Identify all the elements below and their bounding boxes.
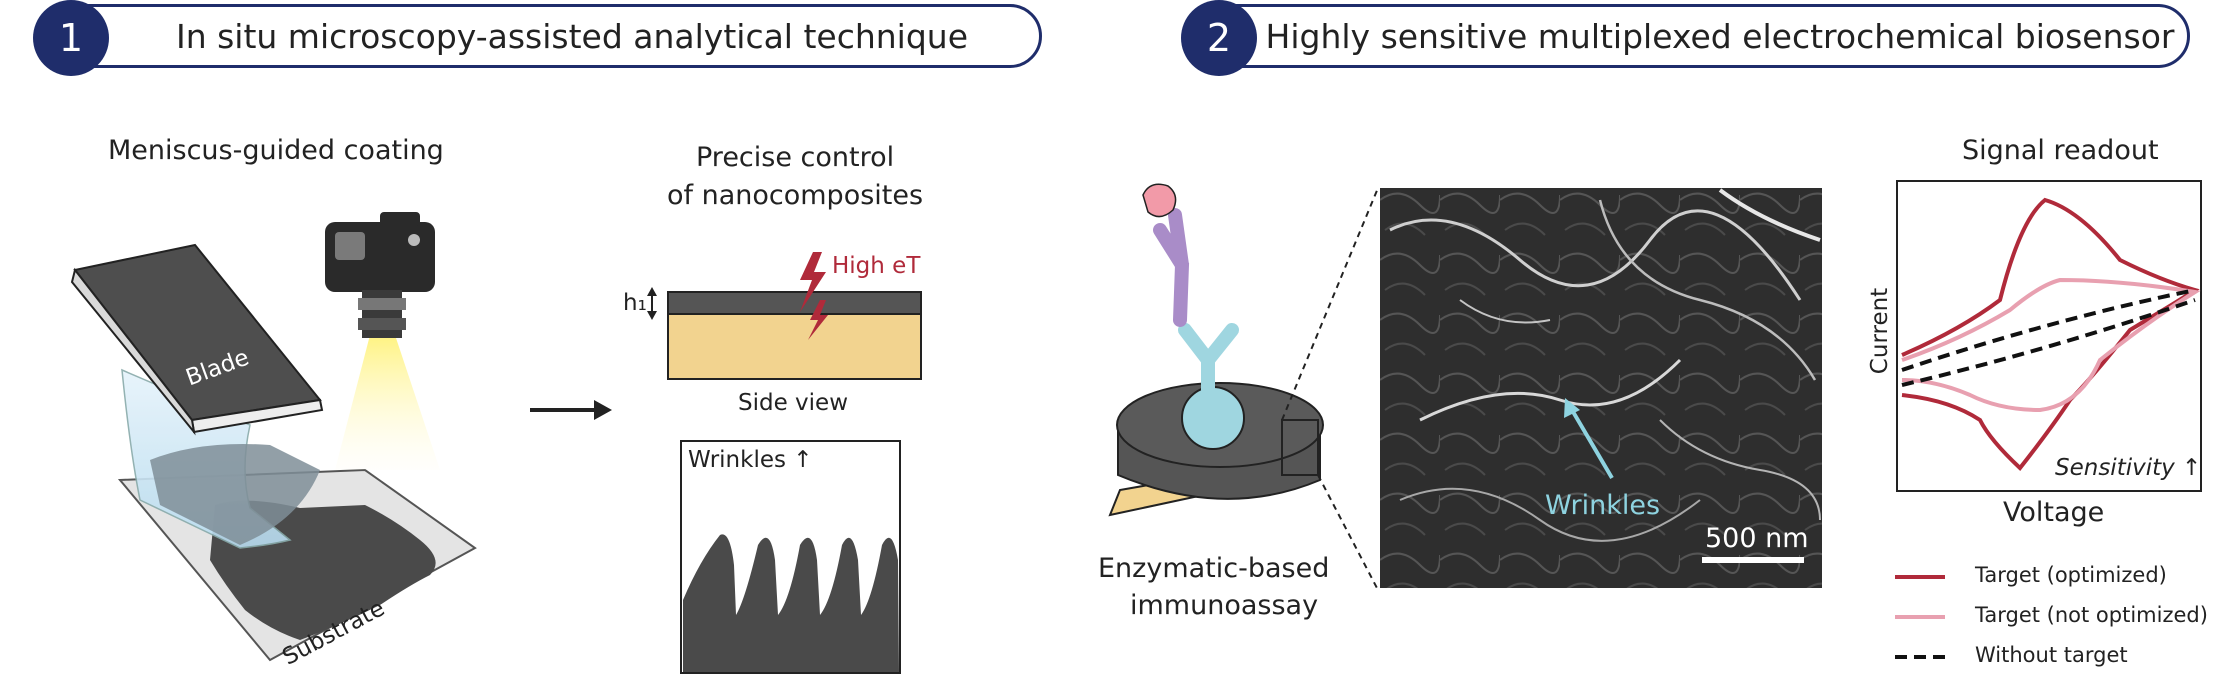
section2-header: 2 Highly sensitive multiplexed electroch… xyxy=(1181,0,2190,76)
camera-icon xyxy=(325,212,435,338)
antibody-upper xyxy=(1153,208,1190,327)
side-view-label: Side view xyxy=(738,390,849,416)
wrinkles-arrow xyxy=(1570,408,1614,480)
control-heading-line1: Precise control xyxy=(696,142,895,173)
section2-number: 2 xyxy=(1181,0,1257,76)
coating-illustration xyxy=(70,212,477,662)
readout-title: Signal readout xyxy=(1962,135,2159,166)
cv-not-optimized xyxy=(1901,277,2201,413)
readout-xlabel: Voltage xyxy=(2003,497,2105,528)
sem-wrinkles-label: Wrinkles xyxy=(1545,490,1661,521)
sem-image xyxy=(1380,188,1822,588)
section1-number: 1 xyxy=(33,0,109,76)
section1-title: In situ microscopy-assisted analytical t… xyxy=(175,16,969,56)
high-et-bolt-icon xyxy=(800,252,826,312)
section2-title: Highly sensitive multiplexed electrochem… xyxy=(1265,16,2175,56)
section1-header: 1 In situ microscopy-assisted analytical… xyxy=(33,0,1042,76)
scale-bar-label: 500 nm xyxy=(1705,523,1809,554)
wrinkle-profile xyxy=(683,534,899,672)
immunoassay-illustration xyxy=(1108,183,1379,591)
antibody-lower xyxy=(1178,323,1239,397)
cv-plot xyxy=(1895,180,2202,659)
sensitivity-label: Sensitivity ↑ xyxy=(2055,455,2202,481)
thickness-label: h₁ xyxy=(623,290,647,316)
high-et-label: High eT xyxy=(832,253,921,279)
assay-line1: Enzymatic-based xyxy=(1098,553,1330,584)
enzyme-icon xyxy=(1142,183,1177,218)
side-view-diagram xyxy=(647,252,922,380)
wrinkles-box-label: Wrinkles ↑ xyxy=(688,447,813,473)
legend-without-target: Without target xyxy=(1975,643,2128,667)
readout-ylabel: Current xyxy=(1867,287,1894,375)
control-heading-line2: of nanocomposites xyxy=(667,180,924,211)
assay-line2: immunoassay xyxy=(1130,590,1319,621)
wrinkles-box xyxy=(680,440,901,674)
blade xyxy=(73,243,322,422)
coating-heading: Meniscus-guided coating xyxy=(108,135,444,166)
scale-bar xyxy=(1702,557,1804,563)
legend-not-optimized: Target (not optimized) xyxy=(1975,603,2208,627)
bead xyxy=(1181,386,1245,450)
legend-optimized: Target (optimized) xyxy=(1975,563,2167,587)
cv-without-target xyxy=(1901,288,2196,387)
light-beam xyxy=(335,335,440,470)
